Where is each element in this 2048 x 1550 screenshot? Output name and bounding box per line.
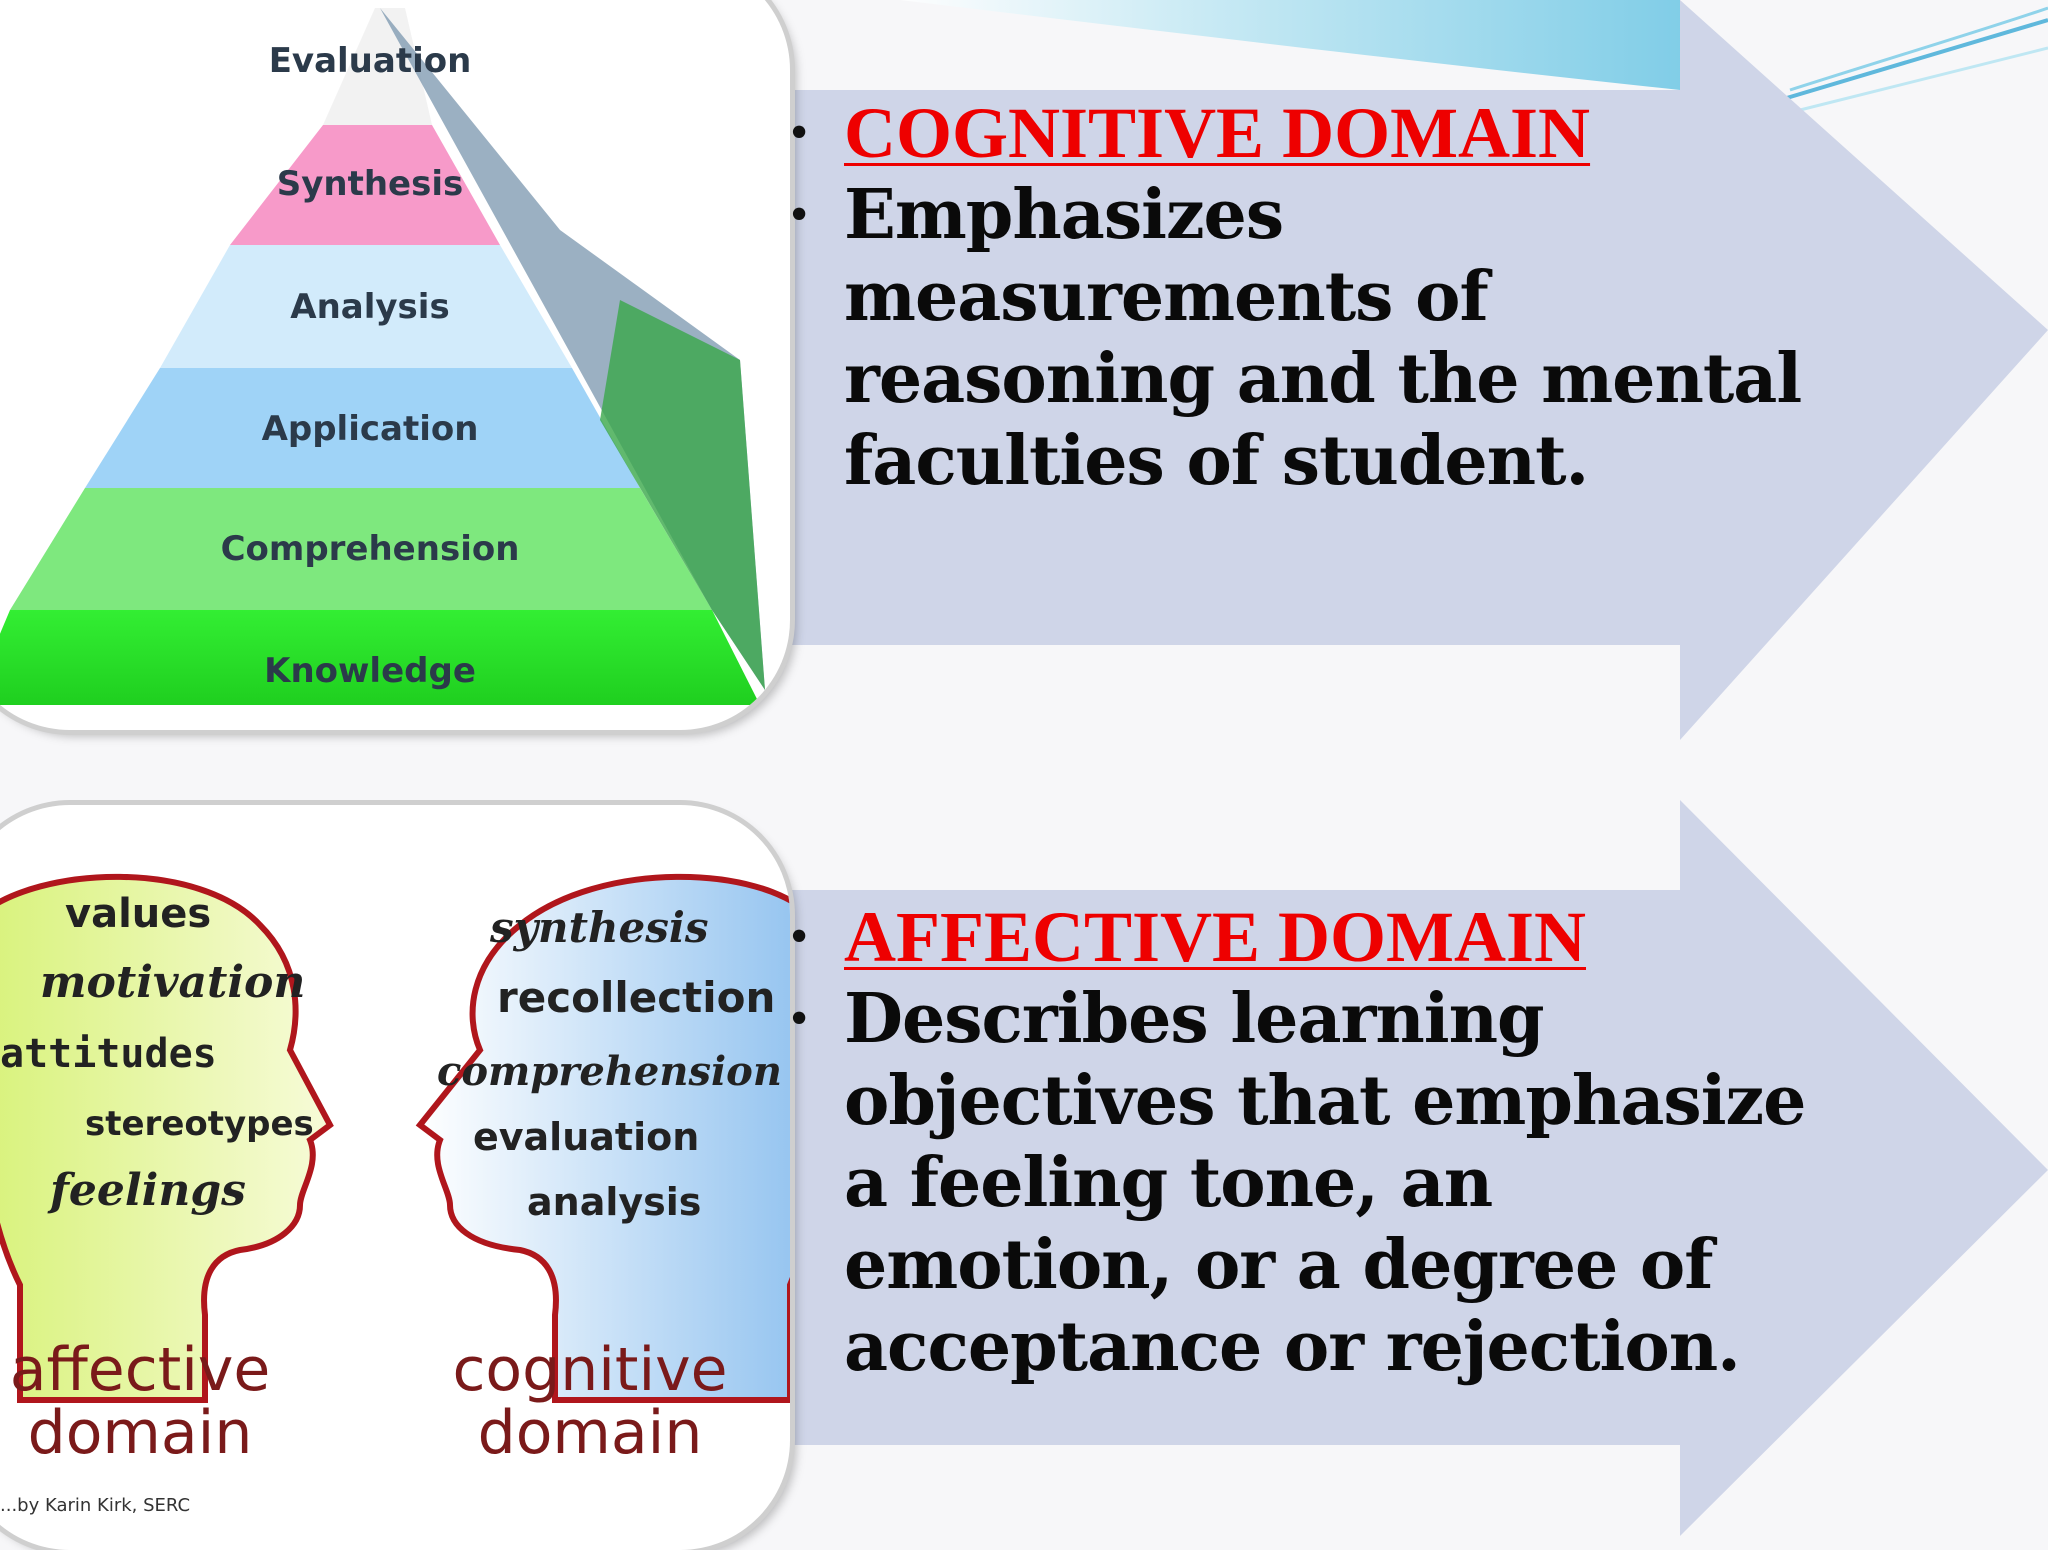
bullet-icon: • — [790, 908, 809, 965]
top-wave-line — [1799, 46, 2048, 112]
pyramid-level-comprehension — [10, 488, 712, 610]
cognitive-heading: COGNITIVE DOMAIN — [844, 93, 1591, 173]
affective-domain-label: domain — [28, 1398, 253, 1468]
pyramid-level-application — [85, 368, 640, 488]
affective-head-word: motivation — [40, 957, 305, 1008]
cognitive-head-word: analysis — [527, 1180, 701, 1224]
heads-image-card: values motivation attitudes stereotypes … — [0, 805, 790, 1550]
pyramid-level-synthesis — [230, 125, 500, 245]
cognitive-head-word: evaluation — [473, 1115, 699, 1159]
cognitive-description-line: Emphasizes — [844, 175, 1284, 255]
cognitive-text-block: • COGNITIVE DOMAIN • Emphasizes measurem… — [790, 92, 1802, 502]
pyramid-label: Application — [262, 409, 479, 449]
bullet-icon: • — [790, 186, 809, 243]
pyramid-label: Synthesis — [277, 164, 464, 204]
affective-heading-row: • AFFECTIVE DOMAIN — [790, 896, 1780, 978]
affective-body-row: • Describes learning objectives that emp… — [790, 978, 1806, 1388]
cognitive-head-word: recollection — [497, 973, 775, 1022]
cognitive-description-line: faculties of student. — [844, 421, 1589, 501]
affective-head-silhouette — [0, 873, 334, 1403]
affective-head-word: attitudes — [0, 1031, 217, 1077]
cognitive-head-word: comprehension — [437, 1048, 782, 1095]
pyramid-label: Comprehension — [221, 529, 520, 569]
cognitive-description-line: reasoning and the mental — [844, 339, 1802, 419]
cognitive-domain-label: domain — [478, 1398, 703, 1468]
bullet-icon: • — [790, 104, 809, 161]
affective-head-word: feelings — [47, 1165, 246, 1216]
pyramid-level-analysis — [160, 245, 572, 368]
bullet-icon: • — [790, 990, 809, 1047]
cognitive-head-silhouette — [415, 873, 790, 1403]
affective-head-word: stereotypes — [85, 1104, 314, 1144]
blooms-pyramid: Evaluation Synthesis Analysis Applicatio… — [0, 8, 765, 705]
affective-description-line: Describes learning — [844, 979, 1545, 1059]
affective-description-line: objectives that emphasize — [844, 1061, 1806, 1141]
affective-cognitive-heads: values motivation attitudes stereotypes … — [0, 873, 790, 1516]
cognitive-body-row: • Emphasizes measurements of reasoning a… — [790, 174, 1802, 502]
affective-domain-label: affective — [10, 1335, 271, 1405]
pyramid-image-card: Evaluation Synthesis Analysis Applicatio… — [0, 0, 790, 730]
image-credit: ...by Karin Kirk, SERC — [0, 1495, 190, 1516]
pyramid-level-knowledge — [0, 610, 760, 705]
cognitive-description-line: measurements of — [844, 257, 1489, 337]
affective-description-line: acceptance or rejection. — [844, 1307, 1741, 1387]
cognitive-heading-row: • COGNITIVE DOMAIN — [790, 92, 1780, 174]
pyramid-label: Knowledge — [264, 651, 476, 691]
pyramid-label: Analysis — [290, 287, 449, 327]
top-wave-decoration — [900, 0, 1680, 90]
affective-description: Describes learning objectives that empha… — [844, 978, 1806, 1388]
affective-description-line: emotion, or a degree of — [844, 1225, 1714, 1305]
pyramid-side-face-green — [600, 300, 765, 690]
cognitive-arrow-shape — [680, 0, 2048, 740]
affective-text-block: • AFFECTIVE DOMAIN • Describes learning … — [790, 896, 1806, 1388]
cognitive-domain-label: cognitive — [452, 1335, 727, 1405]
top-wave-line — [1789, 6, 2048, 92]
pyramid-label: Evaluation — [269, 41, 472, 81]
pyramid-level-evaluation — [323, 8, 432, 125]
top-wave-line — [1779, 18, 2048, 102]
affective-arrow-shape — [680, 800, 2048, 1536]
affective-heading: AFFECTIVE DOMAIN — [844, 897, 1587, 977]
cognitive-head-word: synthesis — [489, 903, 709, 952]
affective-head-word: values — [65, 891, 211, 937]
cognitive-description: Emphasizes measurements of reasoning and… — [844, 174, 1802, 502]
affective-description-line: a feeling tone, an — [844, 1143, 1493, 1223]
